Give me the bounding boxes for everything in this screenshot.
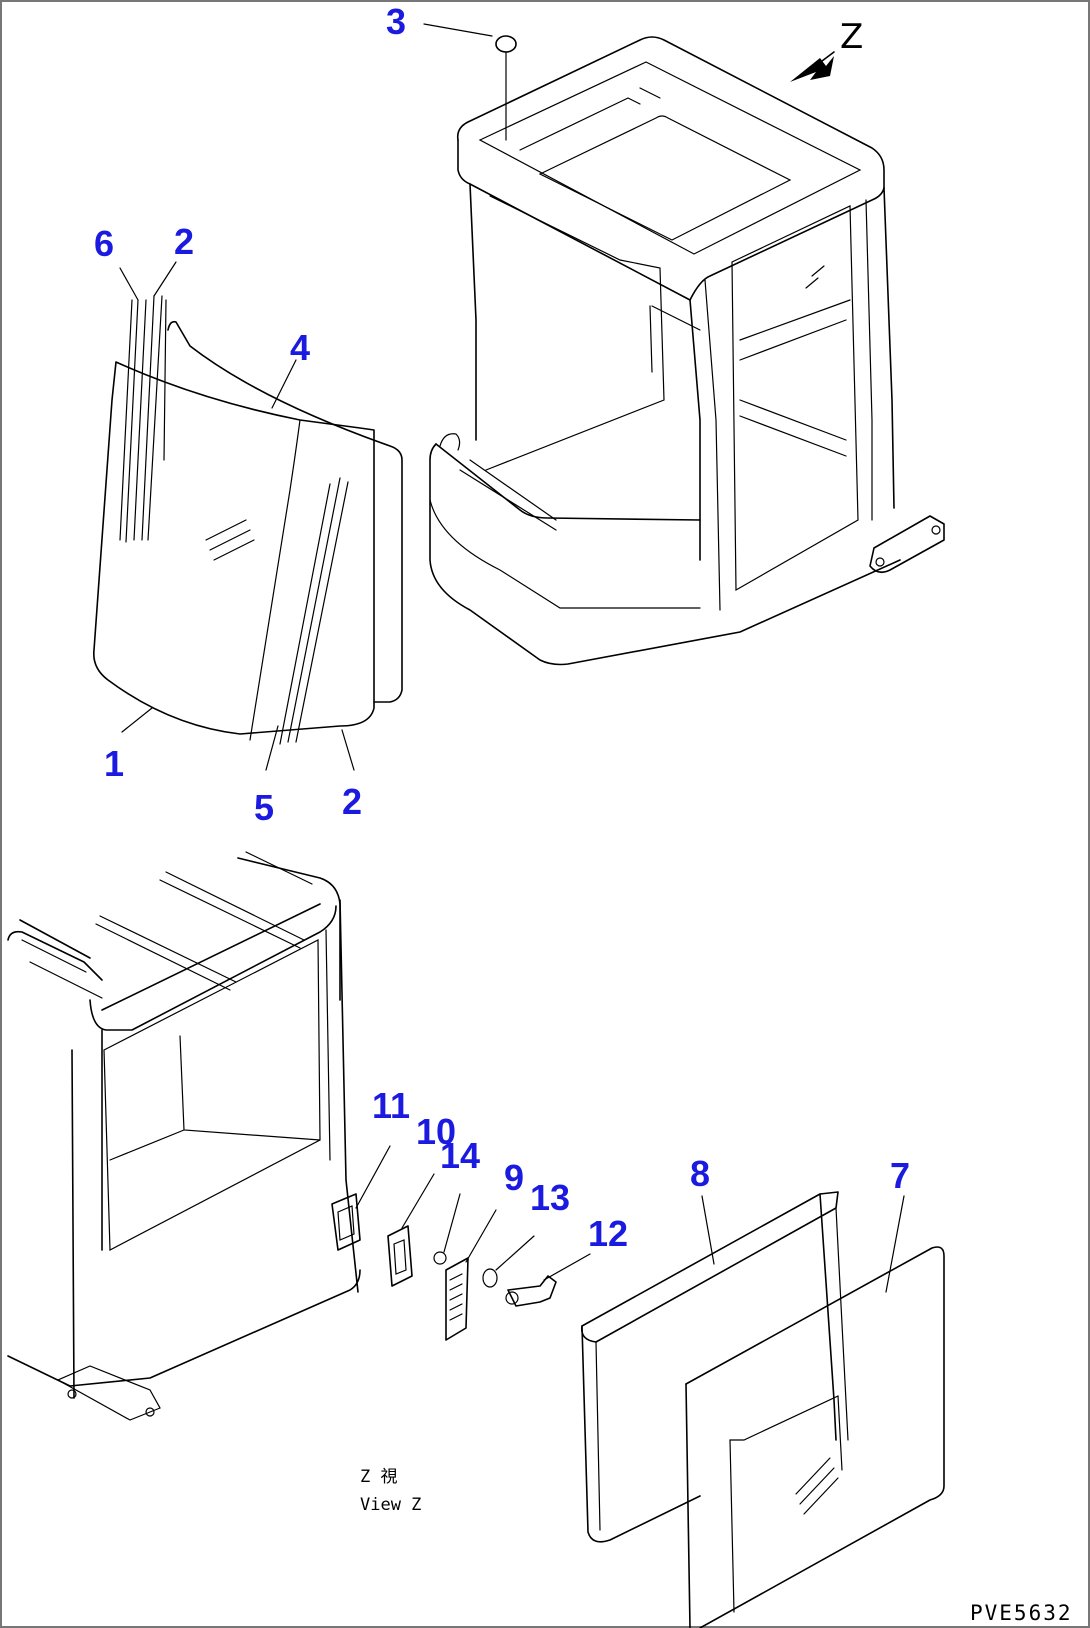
callout-5: 5 — [254, 787, 274, 828]
view-z-arrow: Z — [790, 17, 863, 82]
view-caption-jp: Z 視 — [360, 1467, 397, 1487]
callout-4: 4 — [290, 327, 310, 368]
callout-10: 10 — [416, 1111, 456, 1152]
windshield-assembly — [92, 261, 403, 771]
callout-2-top: 2 — [174, 221, 194, 262]
callout-labels: 3 6 2 4 1 5 2 11 10 14 9 13 12 8 7 — [94, 1, 910, 1254]
callout-2-bottom: 2 — [342, 781, 362, 822]
cab-frame-top-view — [423, 23, 945, 666]
callout-8: 8 — [690, 1153, 710, 1194]
callout-9: 9 — [504, 1157, 524, 1198]
callout-12: 12 — [588, 1213, 628, 1254]
callout-6: 6 — [94, 223, 114, 264]
callout-3: 3 — [386, 1, 406, 42]
drawing-code: PVE5632 — [970, 1601, 1073, 1625]
callout-1: 1 — [104, 743, 124, 784]
view-z-letter: Z — [840, 17, 863, 57]
view-caption-en: View Z — [360, 1495, 421, 1515]
callout-13: 13 — [530, 1177, 570, 1218]
small-parts — [331, 1145, 591, 1341]
callout-11: 11 — [372, 1085, 410, 1126]
callout-7: 7 — [890, 1155, 910, 1196]
cab-view-z — [7, 851, 361, 1421]
rear-glass-assembly — [580, 1191, 945, 1628]
callout-14: 14 — [440, 1135, 480, 1176]
